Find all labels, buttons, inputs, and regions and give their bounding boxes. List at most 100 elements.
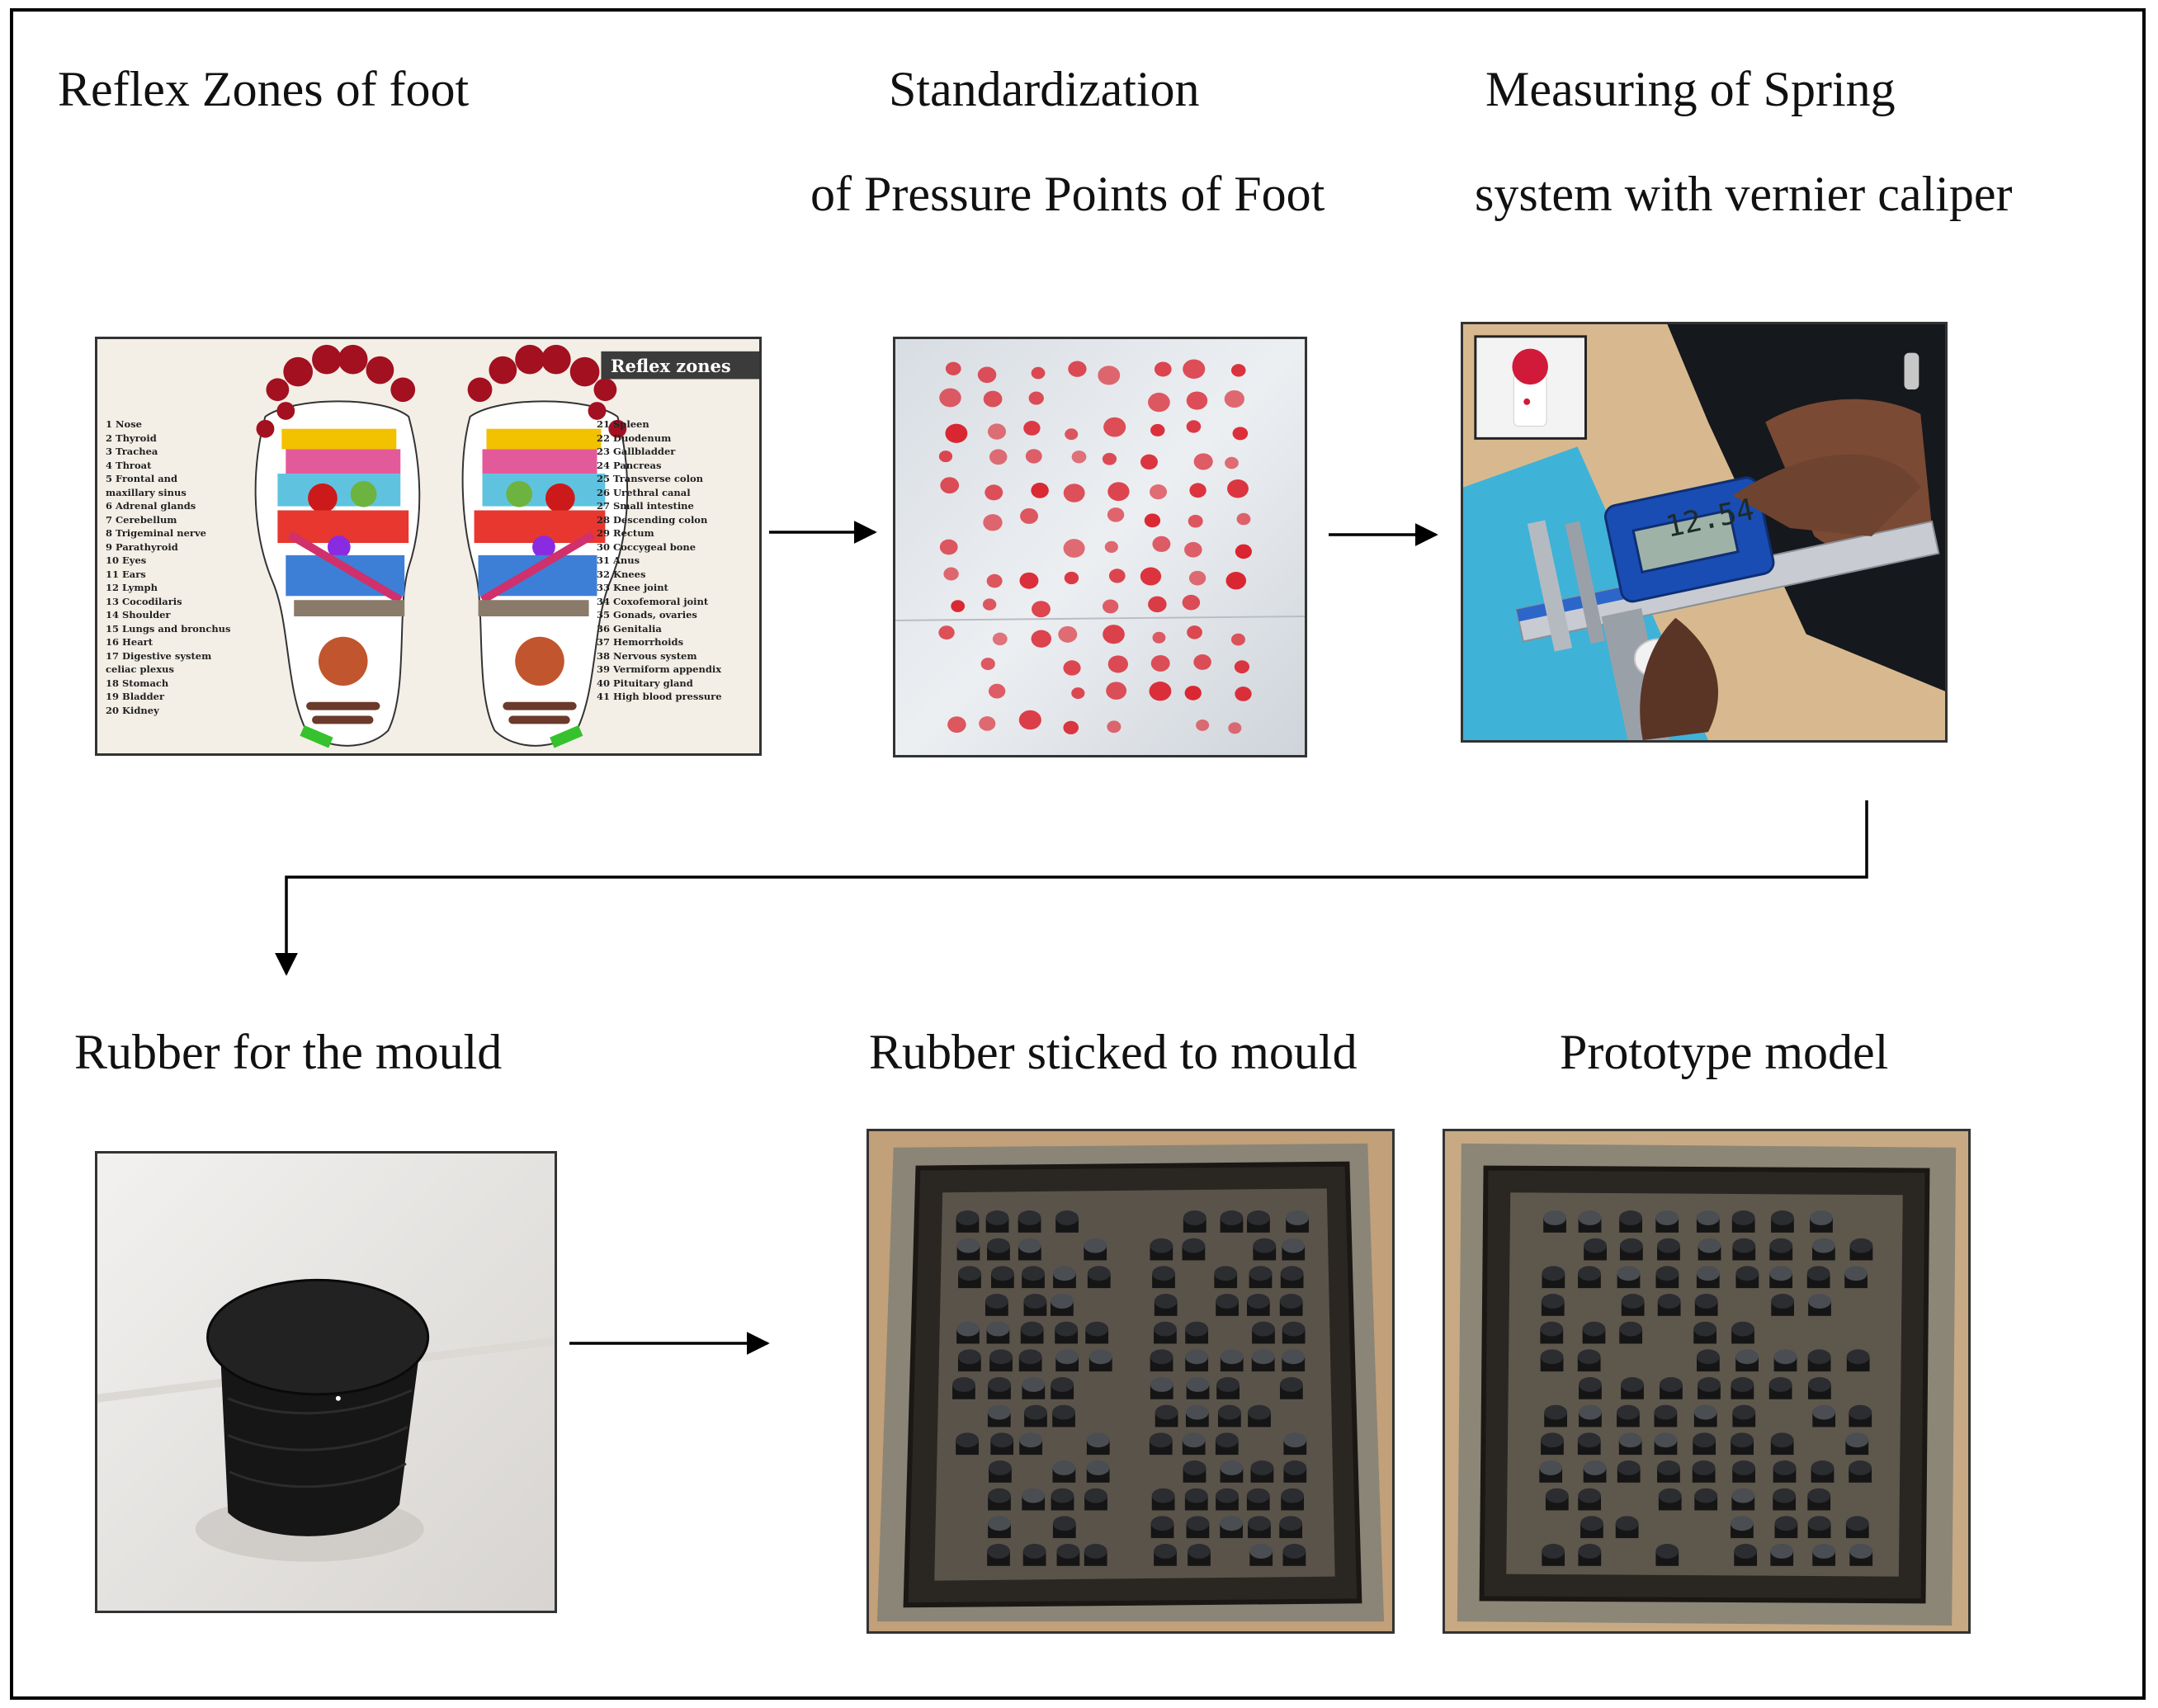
reflex-legend-item: 39 Vermiform appendix <box>597 663 722 675</box>
rubber-peg <box>1694 1488 1718 1511</box>
red-dot <box>1189 483 1206 498</box>
rubber-peg <box>1150 1349 1173 1372</box>
red-dot <box>1103 417 1126 437</box>
rubber-peg <box>1773 1349 1797 1372</box>
rubber-peg <box>1248 1404 1271 1427</box>
rubber-peg <box>1621 1377 1644 1399</box>
red-dot <box>1183 359 1206 380</box>
rubber-peg <box>1540 1349 1564 1372</box>
rubber-peg <box>1769 1238 1793 1261</box>
rubber-peg <box>1698 1238 1721 1261</box>
rubber-peg <box>989 1460 1012 1483</box>
rubber-peg <box>1657 1294 1681 1316</box>
rubber-peg <box>1731 1432 1754 1456</box>
reflex-legend-item: 19 Bladder <box>106 691 165 702</box>
red-dot <box>1224 389 1244 408</box>
rubber-peg <box>1018 1349 1042 1372</box>
rubber-peg <box>1660 1377 1683 1399</box>
rubber-peg <box>1283 1432 1307 1456</box>
red-dot <box>1148 392 1170 413</box>
rubber-peg <box>1154 1294 1178 1316</box>
rubber-peg <box>1808 1294 1831 1316</box>
rubber-peg <box>1768 1377 1792 1399</box>
reflex-legend-item: 21 Spleen <box>597 418 649 430</box>
rubber-peg <box>1023 1294 1047 1316</box>
red-dot <box>1182 594 1201 611</box>
rubber-peg <box>1248 1516 1271 1539</box>
reflex-legend-item: 27 Small intestine <box>597 500 694 512</box>
rubber-peg <box>1584 1238 1607 1261</box>
rubber-peg <box>1774 1516 1798 1539</box>
rubber-peg <box>1542 1544 1565 1566</box>
red-dot <box>1108 569 1126 583</box>
rubber-peg <box>1214 1266 1238 1289</box>
reflex-legend-item: 28 Descending colon <box>597 513 708 526</box>
reflex-header-bar <box>601 351 759 380</box>
rubber-peg <box>1152 1266 1175 1289</box>
rubber-peg <box>1811 1238 1835 1261</box>
rubber-peg <box>1654 1404 1678 1427</box>
rubber-peg <box>988 1488 1011 1511</box>
rubber-peg <box>1849 1544 1873 1566</box>
red-dot <box>1107 655 1128 673</box>
rubber-peg <box>1216 1377 1240 1399</box>
red-dot <box>945 423 968 443</box>
rubber-peg <box>1732 1404 1756 1427</box>
red-dot <box>989 449 1008 465</box>
rubber-peg <box>952 1377 975 1399</box>
rubber-peg <box>1693 1404 1717 1427</box>
caption-rubber-sticked: Rubber sticked to mould <box>869 1025 1358 1079</box>
rubber-peg <box>957 1349 981 1372</box>
rubber-peg <box>1770 1544 1794 1566</box>
red-dot <box>988 683 1006 699</box>
reflex-legend-item: 31 Anus <box>597 554 640 566</box>
rubber-peg <box>1220 1516 1244 1539</box>
rubber-peg <box>956 1321 980 1344</box>
reflex-legend-item: 10 Eyes <box>106 554 147 566</box>
rubber-peg <box>1657 1460 1680 1483</box>
red-dot <box>1148 596 1167 613</box>
red-dot <box>986 573 1003 588</box>
red-dot <box>1104 540 1118 554</box>
rubber-peg <box>1183 1210 1206 1233</box>
red-dot <box>1028 391 1044 405</box>
prototype-mould-pegs <box>1445 1131 1968 1631</box>
red-dot <box>1018 710 1041 730</box>
rubber-peg <box>1056 1544 1080 1566</box>
rubber-peg <box>958 1266 981 1289</box>
rubber-peg <box>1578 1210 1602 1233</box>
rubber-peg <box>1770 1432 1794 1456</box>
rubber-peg <box>987 1238 1010 1261</box>
reflex-legend-item: 14 Shoulder <box>106 609 171 620</box>
red-dot <box>947 716 966 734</box>
rubber-peg <box>1542 1266 1565 1289</box>
reflex-legend-item: 25 Transverse colon <box>597 473 703 484</box>
rubber-peg <box>956 1238 980 1261</box>
rubber-peg <box>1188 1544 1211 1566</box>
red-dot <box>983 390 1003 408</box>
rubber-peg <box>1732 1238 1756 1261</box>
red-dot <box>1227 479 1249 498</box>
rubber-peg <box>1808 1377 1831 1399</box>
red-dot <box>1102 452 1117 465</box>
rubber-peg <box>1183 1460 1206 1483</box>
red-dot <box>1186 420 1202 433</box>
red-dot <box>939 539 958 555</box>
red-dot <box>1152 631 1166 644</box>
rubber-peg <box>1577 1432 1601 1456</box>
rubber-piece-photo <box>95 1151 557 1613</box>
rubber-peg <box>1020 1321 1044 1344</box>
reflex-legend-item: 5 Frontal and <box>106 473 178 484</box>
red-dot <box>1154 361 1172 377</box>
reflex-legend-item: maxillary sinus <box>106 486 187 498</box>
red-dot <box>1187 625 1202 639</box>
rubber-peg <box>1543 1210 1566 1233</box>
rubber-peg <box>1617 1460 1641 1483</box>
red-dot <box>980 658 995 671</box>
rubber-peg <box>1281 1488 1305 1511</box>
rubber-peg <box>1539 1460 1563 1483</box>
rubber-peg <box>1731 1321 1754 1344</box>
caption-prototype-model: Prototype model <box>1560 1025 1889 1079</box>
pressure-points-dots-image <box>893 337 1307 757</box>
